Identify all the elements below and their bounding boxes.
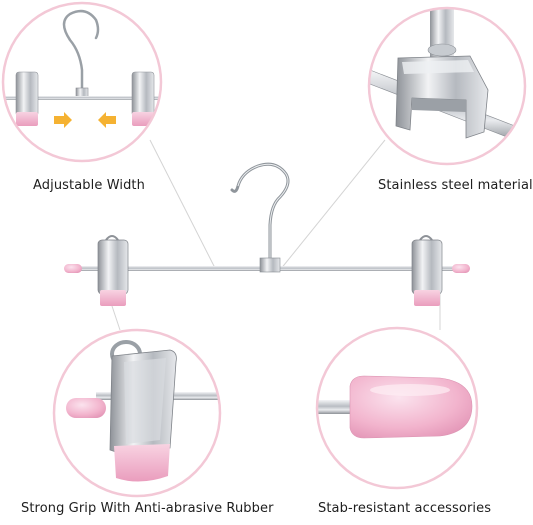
caption-strong-grip: Strong Grip With Anti-abrasive Rubber	[21, 501, 274, 516]
detail-ring	[315, 326, 479, 490]
detail-ring	[52, 328, 222, 498]
main-hanger	[64, 162, 470, 306]
caption-adjustable-width: Adjustable Width	[33, 178, 145, 193]
caption-stab-resistant: Stab-resistant accessories	[318, 501, 492, 516]
stainless-steel-detail	[367, 6, 527, 166]
caption-stainless-steel: Stainless steel material	[378, 178, 533, 193]
leader-lines	[109, 139, 441, 331]
left-clip	[97, 235, 129, 306]
stab-resistant-detail	[315, 326, 479, 490]
detail-ring	[367, 6, 527, 166]
right-clip	[411, 235, 443, 306]
strong-grip-detail	[52, 328, 222, 498]
detail-ring	[1, 1, 163, 163]
adjustable-width-detail	[1, 1, 163, 163]
